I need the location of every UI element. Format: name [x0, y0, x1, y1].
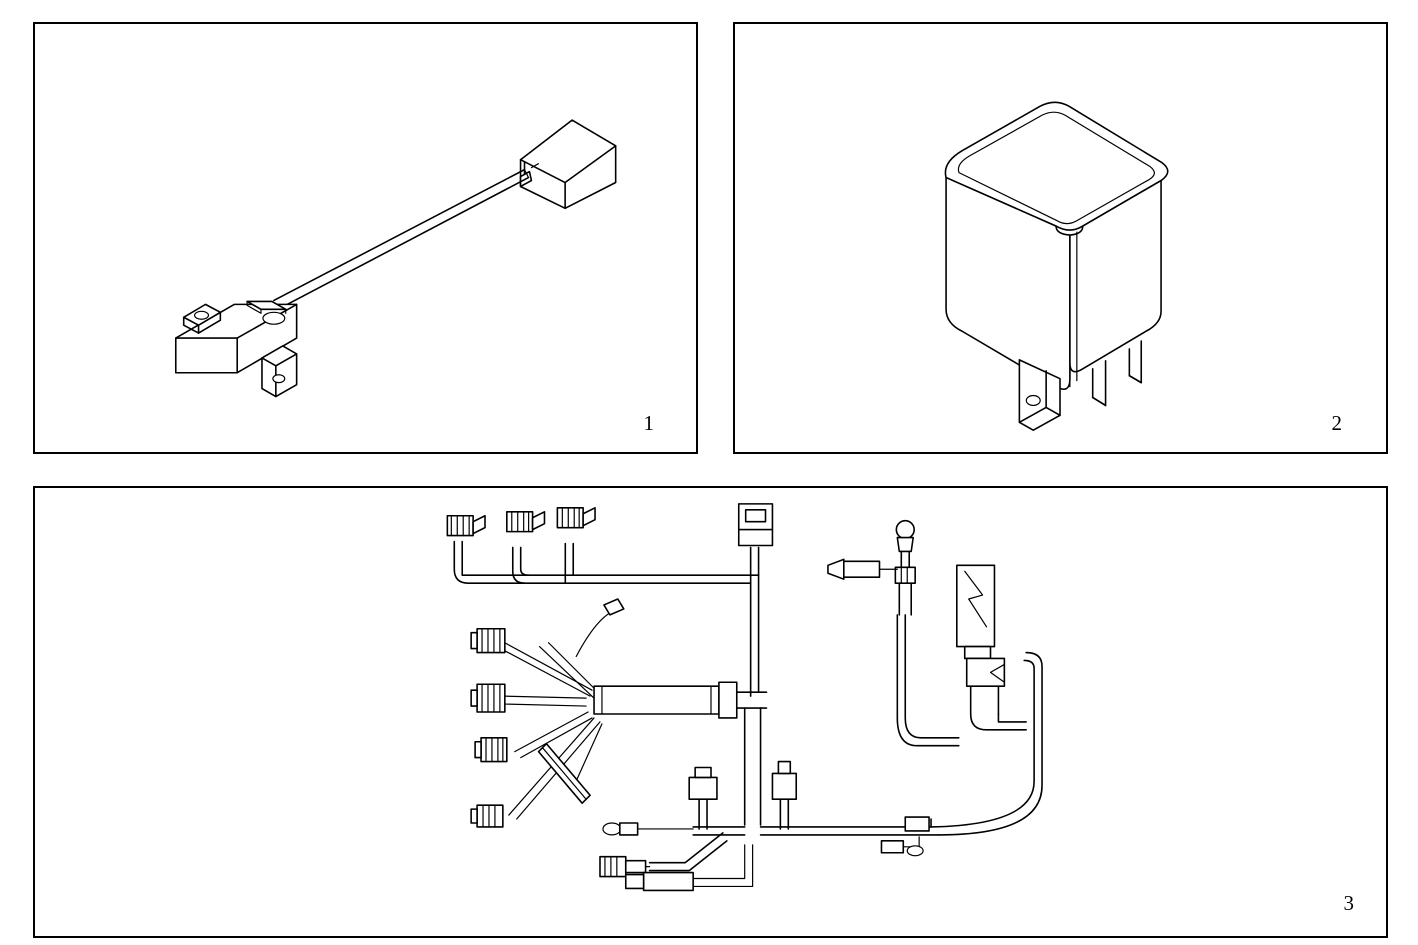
relay-body — [944, 101, 1169, 391]
harness-left-branches — [496, 640, 605, 820]
harness-inline-fuse — [956, 564, 1027, 731]
harness-diagonal-bundle — [537, 742, 591, 804]
panel-3: 3 — [33, 486, 1388, 938]
harness-bottom-branches — [599, 760, 798, 892]
panel-1: 1 — [33, 22, 698, 454]
panel-2-artwork — [944, 101, 1169, 431]
cable — [273, 168, 530, 310]
panel-number-3: 3 — [1343, 891, 1355, 915]
relay-mounting-bracket — [1018, 359, 1061, 431]
micro-switch-body — [174, 300, 298, 398]
panel-2: 2 — [733, 22, 1388, 454]
harness-top-connectors — [446, 503, 774, 547]
harness-main-cables — [453, 540, 1043, 836]
panel-3-artwork — [446, 503, 1043, 892]
panel-number-1: 1 — [643, 411, 655, 435]
harness-left-connectors — [470, 627, 508, 828]
connector-plug — [519, 119, 617, 210]
harness-ring-terminal — [894, 519, 916, 616]
panel-number-2: 2 — [1331, 411, 1343, 435]
relay-terminals — [1091, 340, 1143, 407]
harness-junction-block — [593, 681, 738, 719]
panel-1-artwork — [174, 119, 617, 398]
harness-stub-terminal — [575, 598, 625, 658]
harness-bottom-right-terminals — [880, 816, 930, 857]
harness-bottom-left-ring — [602, 822, 694, 836]
harness-bullet-terminal — [827, 558, 898, 580]
